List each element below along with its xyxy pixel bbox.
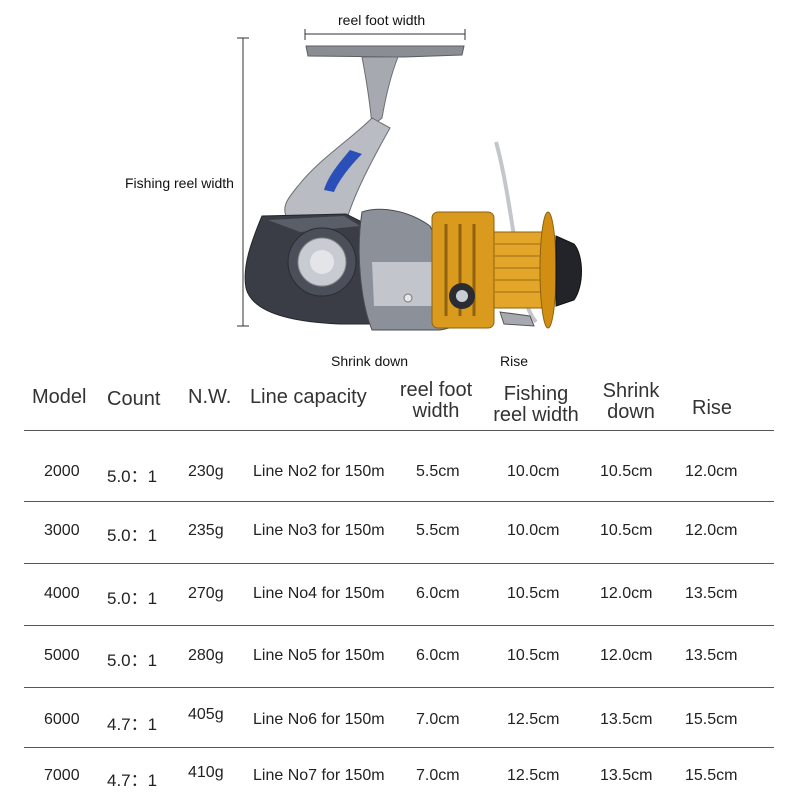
cell-nw: 270g [188, 585, 224, 602]
reel-diagram: reel foot width Fishing reel width Shrin… [0, 0, 800, 372]
shrink-down-label: Shrink down [331, 353, 409, 369]
table-row: 4000 5.0：1 270g Line No4 for 150m 6.0cm … [0, 585, 800, 609]
fishing-reel-width-label: Fishing reel width [125, 175, 234, 191]
header-nw: N.W. [188, 386, 232, 408]
cell-count: 5.0：1 [107, 589, 158, 608]
cell-rise: 12.0cm [685, 463, 738, 480]
cell-nw: 405g [188, 706, 224, 723]
header-fishing-reel-width-line1: Fishing [503, 383, 569, 405]
reel-illustration [237, 29, 582, 331]
cell-rise: 13.5cm [685, 647, 738, 664]
cell-rise: 12.0cm [685, 522, 738, 539]
cell-fishing-reel-width: 12.5cm [507, 711, 560, 728]
row-divider [24, 563, 774, 564]
cell-model: 7000 [44, 767, 80, 784]
header-reel-foot-width: reel foot width [394, 380, 478, 422]
screw-icon [456, 290, 468, 302]
cell-model: 2000 [44, 463, 80, 480]
dimension-lines [237, 29, 466, 327]
cell-nw: 230g [188, 463, 224, 480]
cell-reel-foot-width: 6.0cm [416, 585, 460, 602]
cell-count: 5.0：1 [107, 526, 158, 545]
cell-fishing-reel-width: 10.0cm [507, 463, 560, 480]
header-shrink-down-line2: down [607, 401, 655, 423]
cell-count: 4.7：1 [107, 771, 158, 790]
table-row: 2000 5.0：1 230g Line No2 for 150m 5.5cm … [0, 463, 800, 487]
table-row: 7000 4.7：1 410g Line No7 for 150m 7.0cm … [0, 764, 800, 791]
cell-nw: 410g [188, 764, 224, 781]
blue-accent-icon [324, 150, 362, 192]
cell-shrink-down: 10.5cm [600, 463, 653, 480]
row-divider [24, 747, 774, 748]
cell-count: 4.7：1 [107, 715, 158, 734]
cell-line-capacity: Line No7 for 150m [253, 767, 385, 784]
cell-fishing-reel-width: 10.0cm [507, 522, 560, 539]
cell-fishing-reel-width: 10.5cm [507, 647, 560, 664]
cell-line-capacity: Line No4 for 150m [253, 585, 385, 602]
cell-reel-foot-width: 7.0cm [416, 767, 460, 784]
cell-count: 5.0：1 [107, 467, 158, 486]
row-divider [24, 430, 774, 431]
header-model: Model [32, 386, 87, 408]
header-fishing-reel-width-line2: reel width [493, 404, 579, 426]
row-divider [24, 687, 774, 688]
cell-line-capacity: Line No2 for 150m [253, 463, 385, 480]
cell-fishing-reel-width: 12.5cm [507, 767, 560, 784]
cell-line-capacity: Line No6 for 150m [253, 711, 385, 728]
header-rise: Rise [692, 397, 733, 419]
rotor-icon [431, 211, 495, 329]
cell-model: 5000 [44, 647, 80, 664]
cell-line-capacity: Line No5 for 150m [253, 647, 385, 664]
header-reel-foot-width-line1: reel foot [399, 379, 473, 401]
header-reel-foot-width-line2: width [412, 400, 460, 422]
cell-shrink-down: 13.5cm [600, 711, 653, 728]
cell-model: 3000 [44, 522, 80, 539]
table-row: 5000 5.0：1 280g Line No5 for 150m 6.0cm … [0, 647, 800, 671]
cell-shrink-down: 10.5cm [600, 522, 653, 539]
cell-reel-foot-width: 5.5cm [416, 522, 460, 539]
cell-shrink-down: 12.0cm [600, 585, 653, 602]
cell-shrink-down: 13.5cm [600, 767, 653, 784]
row-divider [24, 625, 774, 626]
header-count: Count [107, 388, 161, 410]
rise-label: Rise [500, 353, 529, 369]
header-fishing-reel-width: Fishing reel width [487, 384, 585, 426]
header-shrink-down-line1: Shrink [602, 380, 660, 402]
cell-reel-foot-width: 7.0cm [416, 711, 460, 728]
cell-nw: 280g [188, 647, 224, 664]
cell-rise: 13.5cm [685, 585, 738, 602]
cell-nw: 235g [188, 522, 224, 539]
cell-rise: 15.5cm [685, 711, 738, 728]
reel-foot-width-label: reel foot width [338, 12, 426, 28]
table-row: 3000 5.0：1 235g Line No3 for 150m 5.5cm … [0, 522, 800, 546]
header-shrink-down: Shrink down [598, 381, 664, 423]
cell-model: 6000 [44, 711, 80, 728]
table-row: 6000 4.7：1 405g Line No6 for 150m 7.0cm … [0, 706, 800, 735]
cell-count: 5.0：1 [107, 651, 158, 670]
cell-reel-foot-width: 6.0cm [416, 647, 460, 664]
header-line-capacity: Line capacity [250, 386, 367, 408]
cell-model: 4000 [44, 585, 80, 602]
cell-reel-foot-width: 5.5cm [416, 463, 460, 480]
row-divider [24, 501, 774, 502]
cell-shrink-down: 12.0cm [600, 647, 653, 664]
cell-rise: 15.5cm [685, 767, 738, 784]
cell-line-capacity: Line No3 for 150m [253, 522, 385, 539]
cell-fishing-reel-width: 10.5cm [507, 585, 560, 602]
